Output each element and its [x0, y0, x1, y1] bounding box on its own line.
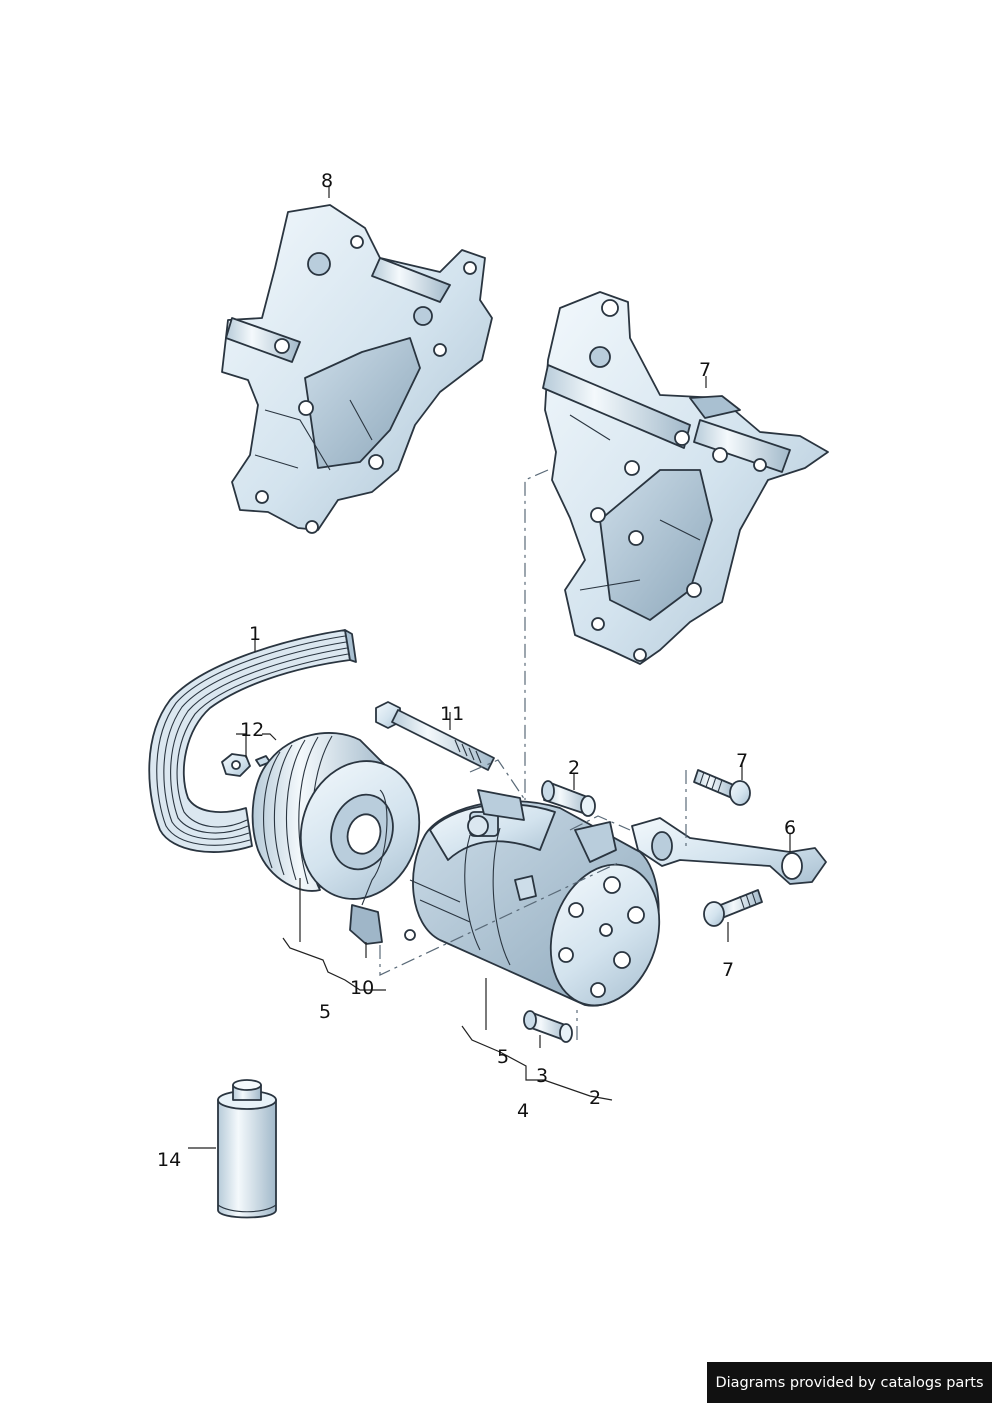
callout-labels: 8 7 1 12 11 2 7 6 7 10 5 5 3 2 4 14: [157, 170, 796, 1171]
callout-2-upper: 2: [568, 757, 580, 779]
ribbed-belt-part-1[interactable]: [148, 629, 357, 853]
clutch-pulley-part-5[interactable]: [251, 732, 437, 945]
callout-6: 6: [784, 817, 796, 839]
callout-7-upper: 7: [736, 750, 748, 772]
sleeve-part-2-lower[interactable]: [523, 1010, 573, 1043]
bolt-part-11[interactable]: [375, 701, 495, 771]
callout-14: 14: [157, 1149, 181, 1171]
sleeve-part-2-upper[interactable]: [541, 780, 596, 817]
footer-credit: Diagrams provided by catalogs parts: [707, 1362, 992, 1403]
bracket-part-9[interactable]: [221, 204, 493, 534]
callout-8: 7: [699, 359, 711, 381]
bolt-part-7-lower[interactable]: [703, 889, 763, 927]
callout-9: 8: [321, 170, 333, 192]
callout-1: 1: [249, 623, 261, 645]
callout-5-right: 5: [497, 1046, 509, 1068]
callout-4: 4: [517, 1100, 529, 1122]
compressor-part-4[interactable]: [404, 789, 677, 1020]
callout-12: 12: [240, 719, 264, 741]
nut-part-12[interactable]: [221, 753, 271, 777]
callout-10: 10: [350, 977, 374, 999]
bolt-part-7-upper[interactable]: [693, 769, 751, 806]
oil-can-part-14[interactable]: [217, 1079, 277, 1219]
callout-2-lower: 2: [589, 1087, 601, 1109]
callout-11: 11: [440, 703, 464, 725]
callout-5-left: 5: [319, 1001, 331, 1023]
bracket-part-8[interactable]: [542, 291, 829, 665]
leader-lines: [188, 186, 791, 1149]
callout-7-lower: 7: [722, 959, 734, 981]
alignment-lines: [379, 469, 687, 1040]
support-arm-part-6[interactable]: [631, 817, 827, 885]
callout-3: 3: [536, 1065, 548, 1087]
